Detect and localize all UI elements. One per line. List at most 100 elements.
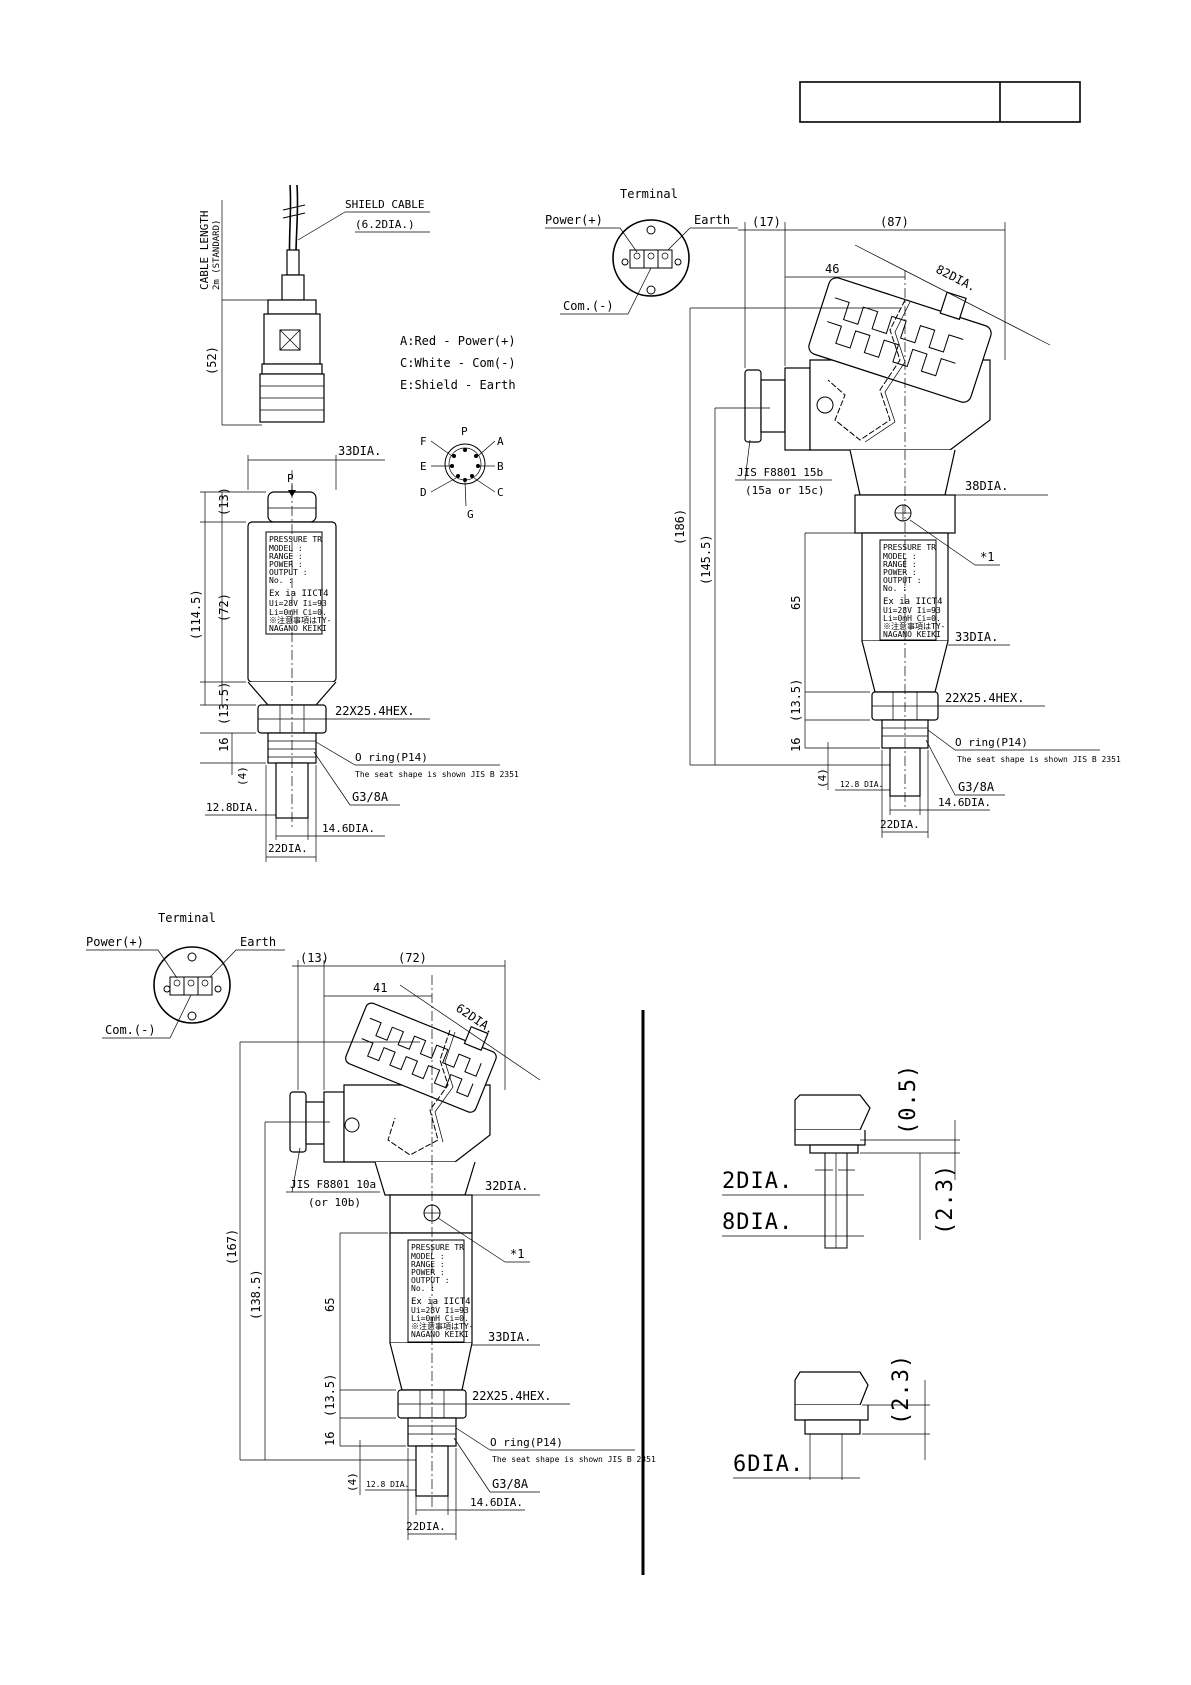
detail-view-a: (0.5) (2.3) 2DIA. 8DIA. bbox=[722, 1064, 960, 1249]
dim-05: (0.5) bbox=[896, 1064, 921, 1135]
detail-view-b: (2.3) 6DIA. bbox=[733, 1354, 930, 1480]
dia128-2: 12.8 DIA. bbox=[840, 780, 883, 789]
pin-p: P bbox=[461, 425, 468, 438]
terminal-earth-top: Earth bbox=[694, 213, 730, 227]
np3-l1: PRESSURE TR bbox=[411, 1243, 464, 1252]
np2-l9: Li=0mH Ci=0. bbox=[883, 614, 941, 623]
thread-label-1: G3/8A bbox=[352, 790, 389, 804]
np2-l3: RANGE : bbox=[883, 560, 917, 569]
dim-23-b: (2.3) bbox=[889, 1354, 914, 1425]
np3-l11: NAGANO KEIKI bbox=[411, 1330, 469, 1339]
terminal-title-bottom: Terminal bbox=[158, 911, 216, 925]
np3-l5: OUTPUT : bbox=[411, 1276, 450, 1285]
dim-16-3: 16 bbox=[323, 1432, 337, 1446]
dia-82: 82DIA. bbox=[934, 262, 979, 294]
dim-52: (52) bbox=[205, 346, 219, 375]
dim-4-1: (4) bbox=[236, 766, 249, 786]
hex-label-3: 22X25.4HEX. bbox=[472, 1389, 551, 1403]
terminal-com-bottom: Com.(-) bbox=[105, 1023, 156, 1037]
oring-label-2: O ring(P14) bbox=[955, 736, 1028, 749]
thread-label-3: G3/8A bbox=[492, 1477, 529, 1491]
dim-65-top: 65 bbox=[789, 596, 803, 610]
pin-c: C bbox=[497, 486, 504, 499]
cable-standard-label: 2m (STANDARD) bbox=[212, 220, 222, 290]
dia-38: 38DIA. bbox=[965, 479, 1008, 493]
jis-10a: JIS F8801 10a bbox=[290, 1178, 376, 1191]
dia22-2: 22DIA. bbox=[880, 818, 920, 831]
wire-legend-c: C:White - Com(-) bbox=[400, 356, 516, 370]
dia146-2: 14.6DIA. bbox=[938, 796, 991, 809]
oring-label-1: O ring(P14) bbox=[355, 751, 428, 764]
dim-4-3: (4) bbox=[346, 1472, 359, 1492]
wire-legend-e: E:Shield - Earth bbox=[400, 378, 516, 392]
p-label-1: P bbox=[287, 472, 294, 485]
np1-l3: RANGE : bbox=[269, 552, 303, 561]
np1-l5: OUTPUT : bbox=[269, 568, 308, 577]
np3-l6: No. : bbox=[411, 1284, 435, 1293]
dim-167: (167) bbox=[225, 1229, 239, 1265]
dim-13-head: (13) bbox=[300, 951, 329, 965]
np1-l11: NAGANO KEIKI bbox=[269, 624, 327, 633]
dim-135-3: (13.5) bbox=[323, 1374, 337, 1417]
cable-length-label: CABLE LENGTH bbox=[198, 211, 211, 290]
dim-186: (186) bbox=[673, 509, 687, 545]
cable-type-view: SHIELD CABLE (6.2DIA.) CABLE LENGTH 2m (… bbox=[198, 184, 516, 521]
np1-l4: POWER : bbox=[269, 560, 303, 569]
terminal-earth-bottom: Earth bbox=[240, 935, 276, 949]
dia-2: 2DIA. bbox=[722, 1169, 793, 1194]
np3-l4: POWER : bbox=[411, 1268, 445, 1277]
seat-note-2: The seat shape is shown JIS B 2351 bbox=[957, 755, 1121, 764]
dia33-top-1: 33DIA. bbox=[338, 444, 381, 458]
seat-note-1: The seat shape is shown JIS B 2351 bbox=[355, 770, 519, 779]
dia146-1: 14.6DIA. bbox=[322, 822, 375, 835]
np1-l2: MODEL : bbox=[269, 544, 303, 553]
pin-d: D bbox=[420, 486, 427, 499]
np3-l3: RANGE : bbox=[411, 1260, 445, 1269]
dim-13-1: (13) bbox=[217, 487, 231, 516]
np2-l6: No. : bbox=[883, 584, 907, 593]
np1-l10: ※注意事項はTY- bbox=[269, 615, 331, 625]
dia-6: 6DIA. bbox=[733, 1452, 804, 1477]
dim-41: 41 bbox=[373, 981, 387, 995]
oring-label-3: O ring(P14) bbox=[490, 1436, 563, 1449]
dim-1145-1: (114.5) bbox=[189, 589, 203, 640]
dia128-3: 12.8 DIA. bbox=[366, 1480, 409, 1489]
transmitter-body-1: PRESSURE TR MODEL : RANGE : POWER : OUTP… bbox=[189, 444, 519, 862]
dia-32: 32DIA. bbox=[485, 1179, 528, 1193]
np2-l8: Ui=28V Ii=93 bbox=[883, 606, 941, 615]
terminal-diagram-bottom: Terminal Power(+) Earth Com.(-) bbox=[86, 911, 285, 1039]
np3-l8: Ui=28V Ii=93 bbox=[411, 1306, 469, 1315]
terminal-diagram-top: Terminal Power(+) Earth Com.(-) bbox=[545, 187, 738, 315]
dia146-3: 14.6DIA. bbox=[470, 1496, 523, 1509]
np3-l2: MODEL : bbox=[411, 1252, 445, 1261]
dia-8: 8DIA. bbox=[722, 1210, 793, 1235]
jis-10a-alt: (or 10b) bbox=[308, 1196, 361, 1209]
jis-15b: JIS F8801 15b bbox=[737, 466, 823, 479]
np3-l9: Li=0mH Ci=0. bbox=[411, 1314, 469, 1323]
dim-1385: (138.5) bbox=[249, 1269, 263, 1320]
dim-72-1: (72) bbox=[217, 593, 231, 622]
np2-l10: ※注意事項はTY- bbox=[883, 621, 945, 631]
wire-legend-a: A:Red - Power(+) bbox=[400, 334, 516, 348]
dia22-3: 22DIA. bbox=[406, 1520, 446, 1533]
dia33-bottom: 33DIA. bbox=[488, 1330, 531, 1344]
title-block bbox=[799, 81, 1081, 123]
hex-label-2: 22X25.4HEX. bbox=[945, 691, 1024, 705]
np1-l9: Li=0mH Ci=0. bbox=[269, 608, 327, 617]
dim-135-2: (13.5) bbox=[789, 679, 803, 722]
head-view-small: PRESSURE TR MODEL : RANGE : POWER : OUTP… bbox=[225, 951, 656, 1540]
np3-l10: ※注意事項はTY- bbox=[411, 1321, 473, 1331]
pin-a: A bbox=[497, 435, 504, 448]
np2-l2: MODEL : bbox=[883, 552, 917, 561]
star1-bottom: *1 bbox=[510, 1247, 524, 1261]
dim-87: (87) bbox=[880, 215, 909, 229]
np1-l7: Ex ia IICT4 bbox=[269, 589, 329, 599]
dim-72-head: (72) bbox=[398, 951, 427, 965]
np2-l11: NAGANO KEIKI bbox=[883, 630, 941, 639]
jis-15b-alt: (15a or 15c) bbox=[745, 484, 824, 497]
shield-dia-label: (6.2DIA.) bbox=[355, 218, 415, 231]
star1-top: *1 bbox=[980, 550, 994, 564]
np1-l1: PRESSURE TR bbox=[269, 535, 322, 544]
thread-label-2: G3/8A bbox=[958, 780, 995, 794]
